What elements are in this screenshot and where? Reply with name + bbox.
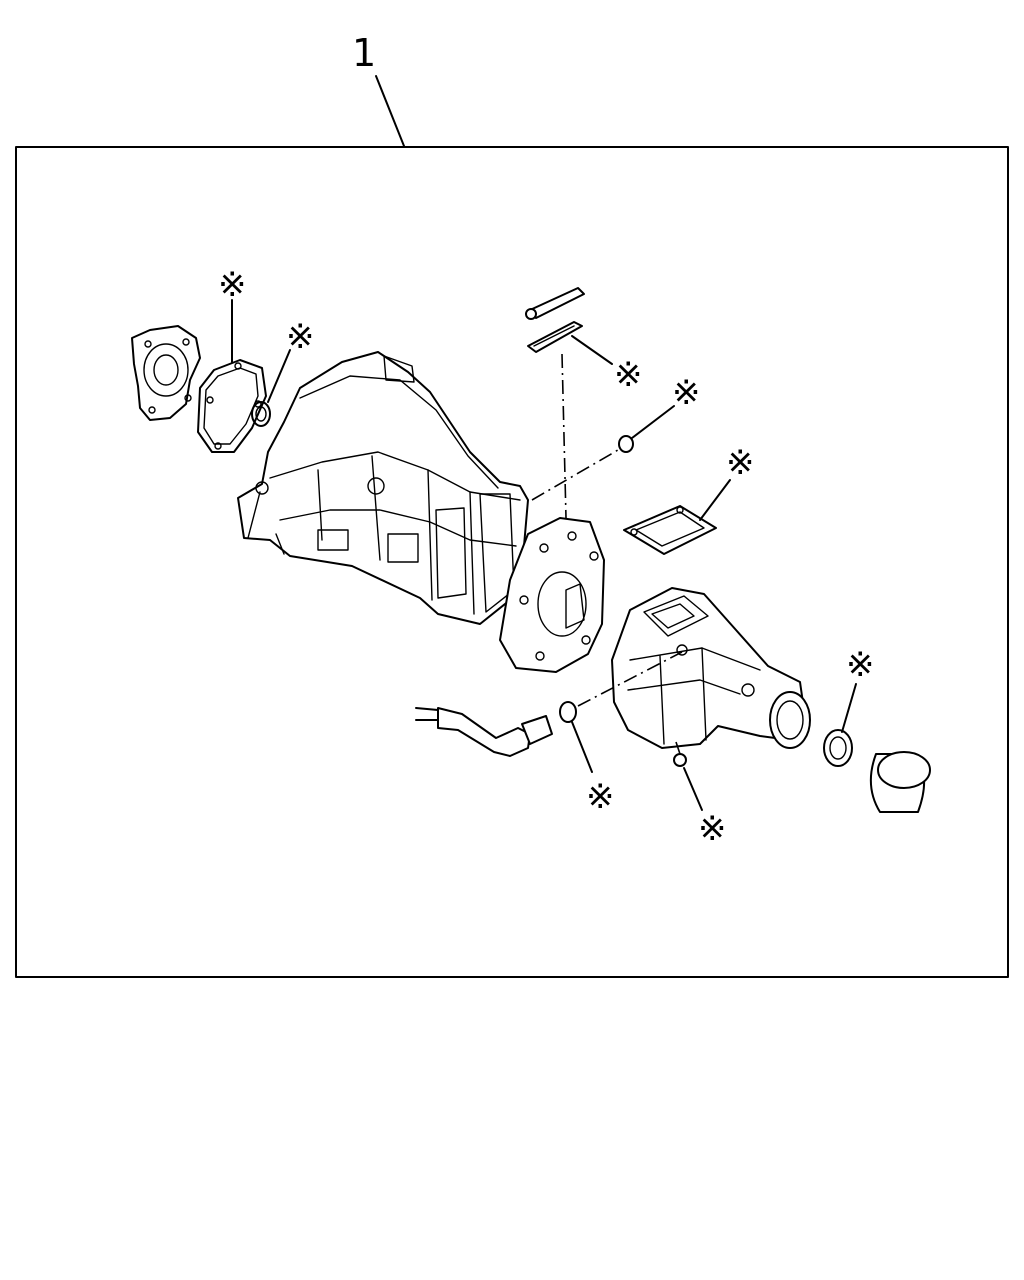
kit-marker-input-seal: ※: [286, 317, 315, 357]
rear-dust-cover: [869, 751, 931, 813]
case-o-ring: [618, 435, 634, 453]
input-shaft-seal: [251, 401, 271, 427]
front-bearing-retainer: [131, 325, 201, 421]
extension-rear-seal: [823, 729, 853, 767]
kit-marker-speedo-o-ring: ※: [586, 777, 615, 817]
leader-shift-gasket: [571, 335, 613, 365]
centerline-speedo: [577, 651, 683, 707]
kit-marker-rear-seal: ※: [846, 645, 875, 685]
drain-plug-washer: [673, 753, 687, 767]
leader-case-o-ring: [631, 405, 675, 439]
kit-marker-shift-gasket: ※: [614, 355, 643, 395]
kit-marker-front-gasket: ※: [218, 265, 247, 305]
callout-number-1: 1: [352, 31, 376, 75]
kit-boundary-frame: [15, 146, 1009, 978]
centerline-o-ring: [531, 449, 619, 501]
shift-lever-bolt: [525, 287, 585, 320]
kit-marker-case-o-ring: ※: [672, 373, 701, 413]
speedometer-sensor: [415, 707, 553, 757]
shift-lever-gasket: [527, 321, 583, 353]
speedo-o-ring: [559, 701, 577, 723]
kit-marker-drain-washer: ※: [698, 809, 727, 849]
centerline-shift-lever: [561, 353, 567, 519]
centerline-drain: [675, 741, 681, 755]
leader-drain-washer: [683, 767, 703, 811]
extension-housing: [611, 587, 811, 749]
kit-marker-top-cover-gasket: ※: [726, 443, 755, 483]
leader-input-seal: [267, 349, 291, 403]
transmission-case: [237, 351, 529, 625]
leader-top-cover-gasket: [699, 479, 731, 521]
callout-leader-1: [375, 75, 405, 147]
front-cover-gasket: [197, 359, 267, 453]
intermediate-plate: [499, 517, 605, 673]
top-cover-gasket: [623, 505, 717, 555]
leader-speedo-o-ring: [571, 721, 593, 773]
leader-rear-seal: [841, 683, 857, 733]
